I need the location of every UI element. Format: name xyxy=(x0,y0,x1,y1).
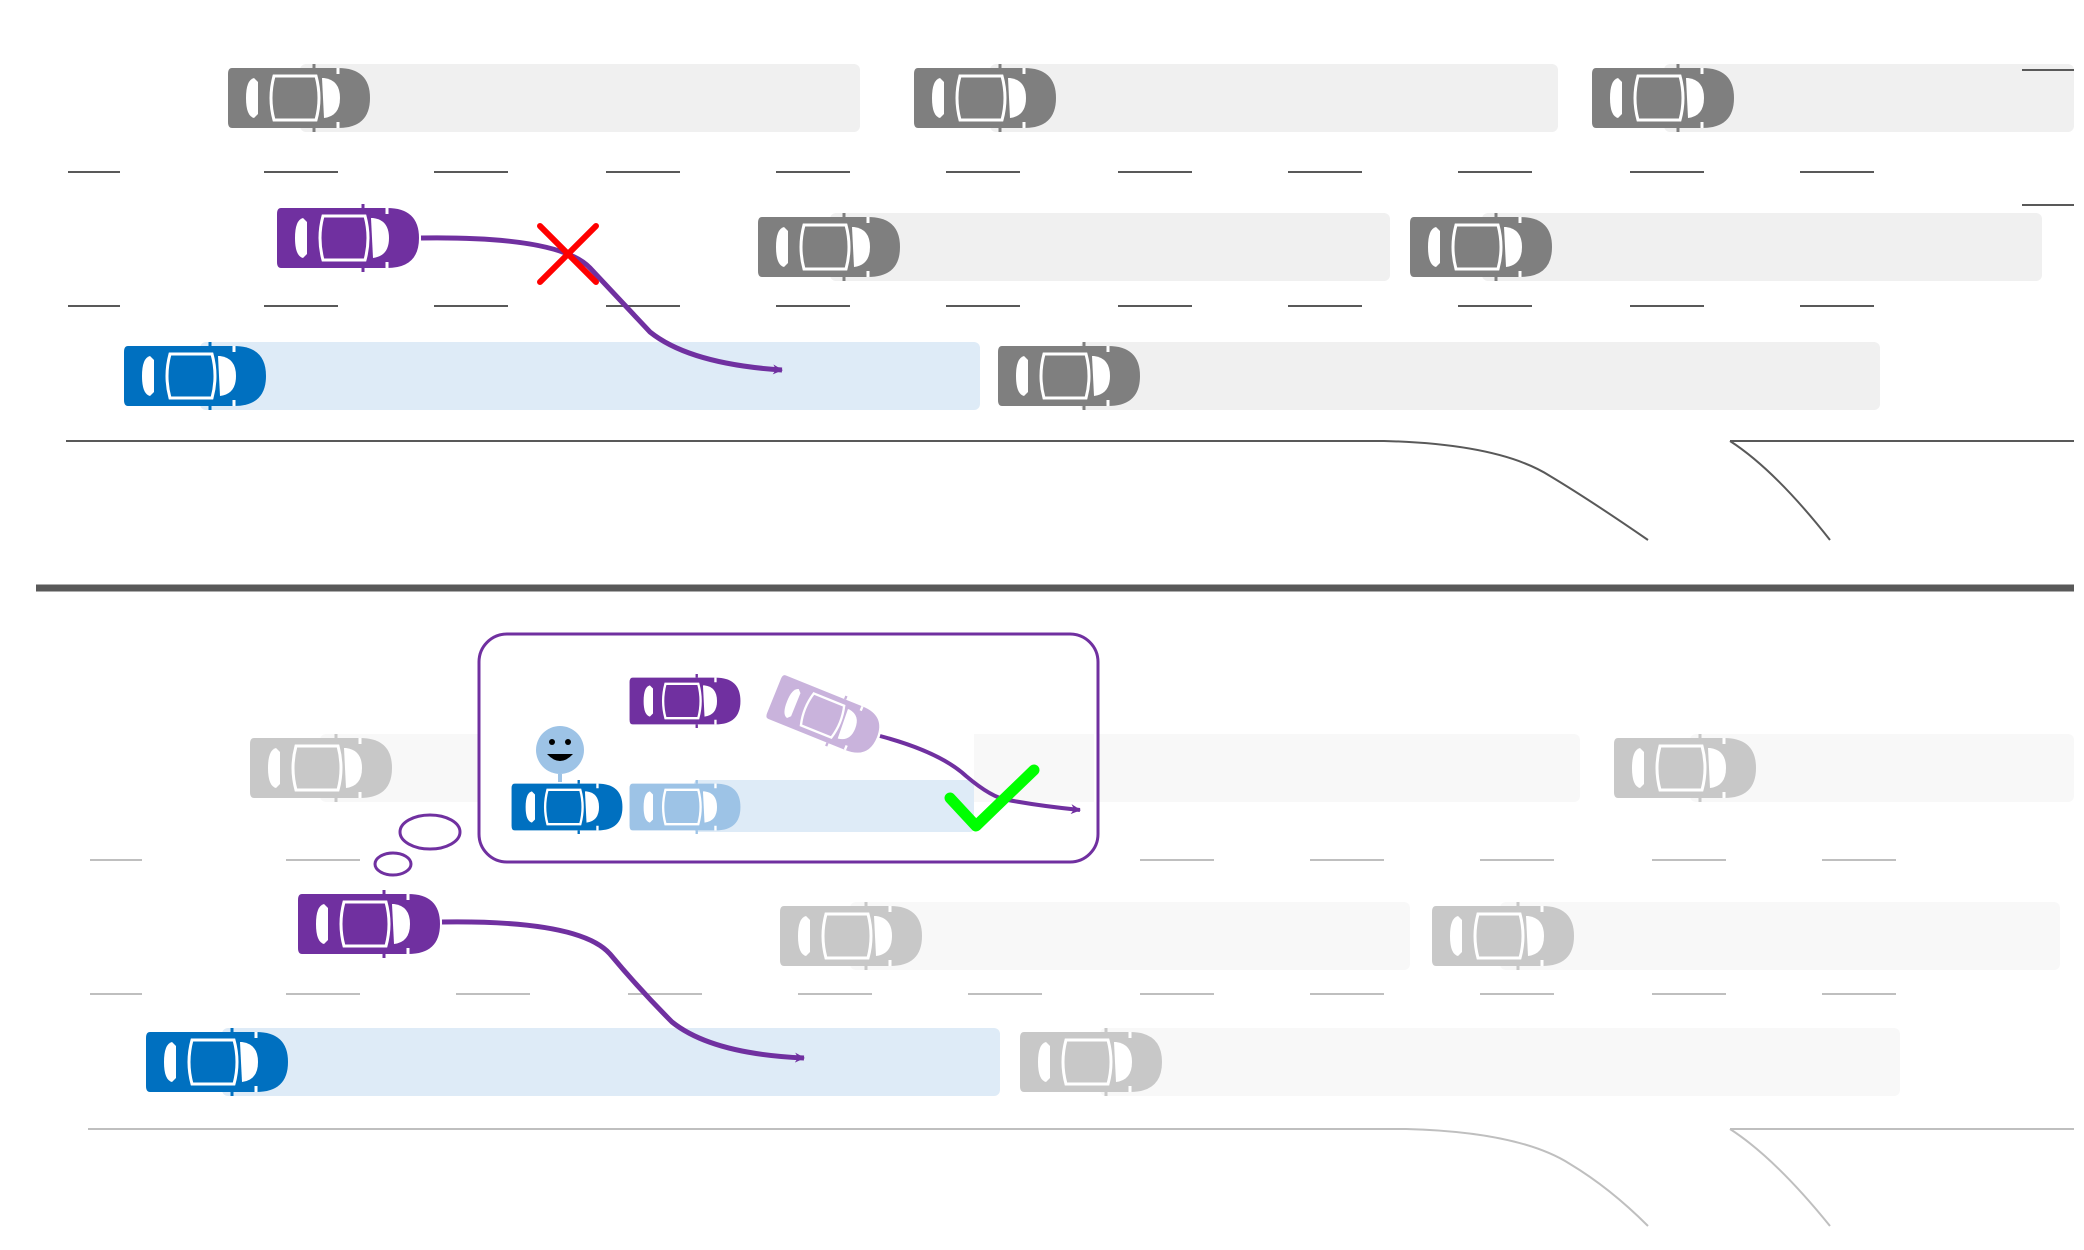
faded-car xyxy=(1612,734,1758,802)
imagined-blue-car xyxy=(628,780,742,834)
headway-block-blue xyxy=(694,780,974,832)
road-edge xyxy=(88,1128,2074,1227)
faded-car xyxy=(1430,902,1576,970)
headway-block-blue xyxy=(222,1028,1000,1096)
headway-block xyxy=(990,64,1558,132)
purple-car xyxy=(628,674,742,728)
red-x-icon xyxy=(537,223,599,285)
thought-bubble-icon xyxy=(373,813,462,877)
headway-block xyxy=(1500,902,2060,970)
gray-car xyxy=(1590,64,1736,132)
headway-block xyxy=(1690,734,2074,802)
headway-block-blue xyxy=(200,342,980,410)
purple-car xyxy=(275,204,421,272)
purple-car xyxy=(296,890,442,958)
headway-block xyxy=(850,902,1410,970)
headway-block xyxy=(830,213,1390,281)
road-edge xyxy=(66,440,2074,541)
headway-block xyxy=(1080,342,1880,410)
gray-car xyxy=(996,342,1142,410)
gray-car xyxy=(226,64,372,132)
green-check-icon xyxy=(944,764,1040,832)
gray-car xyxy=(756,213,902,281)
smiley-face-icon xyxy=(536,726,584,782)
lane-divider-1 xyxy=(68,69,2074,206)
headway-block xyxy=(1100,1028,1900,1096)
top-scenario xyxy=(66,64,2074,541)
blue-car xyxy=(510,780,624,834)
imagined-merge-path xyxy=(879,734,1081,815)
headway-block xyxy=(1664,64,2074,132)
imagined-merge-panel xyxy=(477,632,1100,864)
gray-car xyxy=(1408,213,1554,281)
bottom-scenario xyxy=(88,632,2074,1227)
gray-car xyxy=(912,64,1058,132)
blue-car xyxy=(144,1028,290,1096)
headway-block xyxy=(1482,213,2042,281)
faded-car xyxy=(1018,1028,1164,1096)
merge-path-arrow xyxy=(441,919,805,1063)
blue-car xyxy=(122,342,268,410)
faded-car xyxy=(248,734,394,802)
headway-block xyxy=(300,64,860,132)
faded-car xyxy=(778,902,924,970)
merge-path-arrow xyxy=(420,235,783,375)
